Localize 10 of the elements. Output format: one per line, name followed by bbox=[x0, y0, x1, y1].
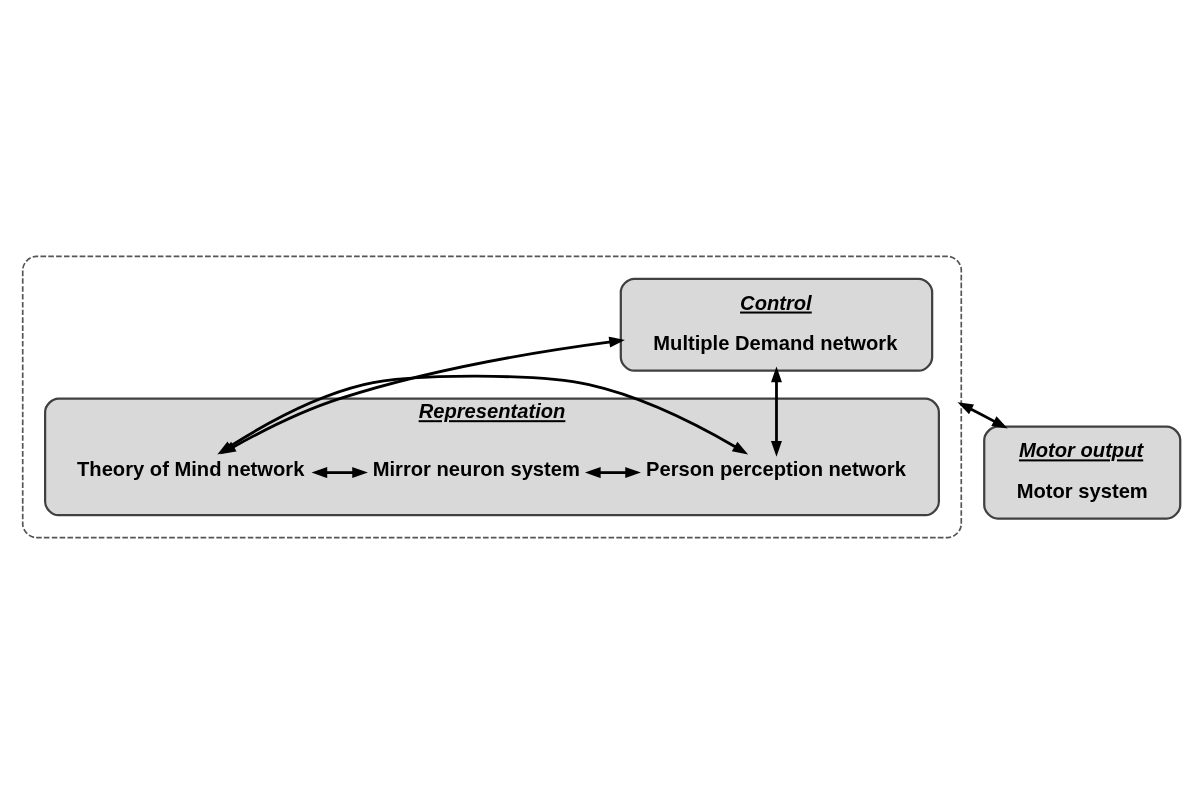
node-box: Motor output Motor system bbox=[983, 425, 1182, 520]
cluster bbox=[21, 255, 963, 538]
node-text: Mirror neuron system bbox=[372, 457, 580, 480]
arrow bbox=[957, 401, 1008, 429]
node-text: Person perception network bbox=[646, 457, 906, 480]
arrow bbox=[770, 366, 782, 457]
arrow bbox=[311, 466, 368, 478]
node-box: Control Multiple Demand network bbox=[619, 277, 934, 372]
arrow bbox=[584, 466, 641, 478]
node-text: Theory of Mind network bbox=[77, 457, 305, 480]
